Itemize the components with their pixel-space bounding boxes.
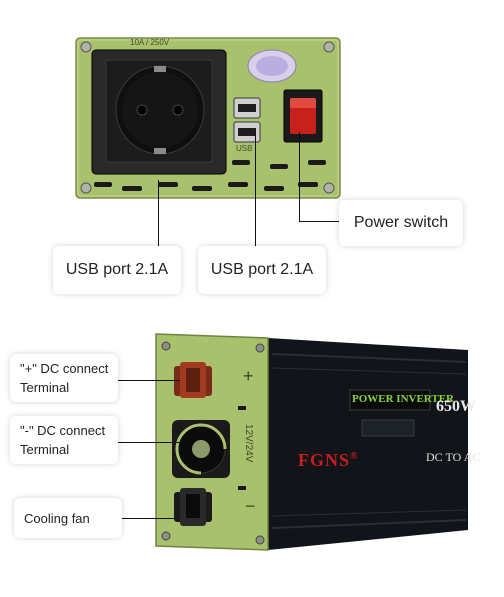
leader-line-switch-h [299,221,339,222]
leader-line-dc-minus [118,442,180,443]
callout-cooling-fan: Cooling fan [14,498,122,538]
callout-dc-plus: "+" DC connect Terminal [10,354,118,402]
ac-panel-image: USB 10A / 250V [74,36,342,200]
inverter-title: POWER INVERTER [352,393,454,405]
ac-panel-illustration [75,37,341,199]
inverter-brand-logo: FGNS® [298,450,359,471]
minus-mark: − [245,496,256,516]
callout-usb-port-left: USB port 2.1A [53,246,181,294]
usb-label: USB [236,144,253,153]
plus-mark: + [243,366,254,386]
callout-cooling-fan-text: Cooling fan [24,510,90,526]
leader-line-usb-left [158,180,159,246]
voltage-label: 12V/24V [243,424,254,463]
callout-dc-plus-line2: Terminal [20,380,70,395]
screw-icon [323,41,335,53]
callout-dc-minus-line2: Terminal [20,442,70,457]
inverter-illustration [155,333,468,551]
callout-power-switch-text: Power switch [353,214,449,231]
callout-dc-plus-line1: "+" DC connect [20,361,109,376]
callout-dc-minus-line1: "-" DC connect [20,423,106,438]
callout-dc-minus: "-" DC connect Terminal [10,416,118,464]
inverter-mode: DC TO AC [426,450,481,464]
socket-rating-label: 10A / 250V [130,38,170,47]
inverter-brand-text: FGNS [298,450,351,470]
registered-mark: ® [350,451,359,462]
callout-usb-port-right-text: USB port 2.1A [210,261,314,278]
inverter-image: FGNS® POWER INVERTER 650W DC TO AC 12V/2… [150,332,500,562]
leader-line-cooling-fan [122,518,178,519]
callout-usb-port-left-text: USB port 2.1A [65,261,169,278]
screw-icon [323,182,335,194]
callout-usb-port-right: USB port 2.1A [198,246,326,294]
leader-line-switch-v [299,132,300,222]
screw-icon [80,41,92,53]
leader-line-usb-right [255,130,256,246]
inverter-power-rating: 650W [436,398,476,415]
screw-icon [80,182,92,194]
leader-line-dc-plus [118,380,180,381]
callout-power-switch: Power switch [339,200,463,246]
